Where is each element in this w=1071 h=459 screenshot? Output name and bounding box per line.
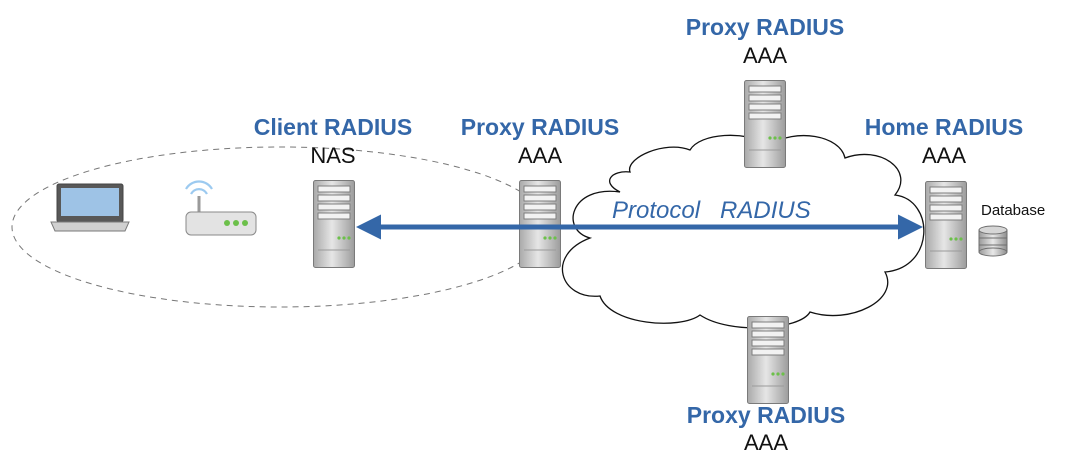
proxy-bottom-sub-label: AAA <box>743 430 789 455</box>
client-role-label: Client RADIUS <box>253 114 413 140</box>
proxy-bottom-role-label: Proxy RADIUS <box>686 402 846 428</box>
database-icon <box>978 225 1008 257</box>
home-sub-label: AAA <box>921 143 967 168</box>
client-nas-server-icon <box>313 180 355 268</box>
proxy-bottom-server-icon <box>747 316 789 404</box>
protocol-label: Protocol RADIUS <box>612 197 811 224</box>
network-cloud <box>561 134 925 329</box>
laptop-icon <box>50 183 130 232</box>
client-sub-label: NAS <box>310 143 356 168</box>
home-server-icon <box>925 181 967 269</box>
proxy-top-role-label: Proxy RADIUS <box>685 14 845 40</box>
wifi-router-icon <box>185 180 257 236</box>
home-role-label: Home RADIUS <box>864 114 1024 140</box>
proxy-main-sub-label: AAA <box>517 143 563 168</box>
proxy-top-server-icon <box>744 80 786 168</box>
proxy-main-role-label: Proxy RADIUS <box>460 114 620 140</box>
database-label: Database <box>981 202 1046 219</box>
proxy-main-server-icon <box>519 180 561 268</box>
proxy-top-sub-label: AAA <box>742 43 788 68</box>
